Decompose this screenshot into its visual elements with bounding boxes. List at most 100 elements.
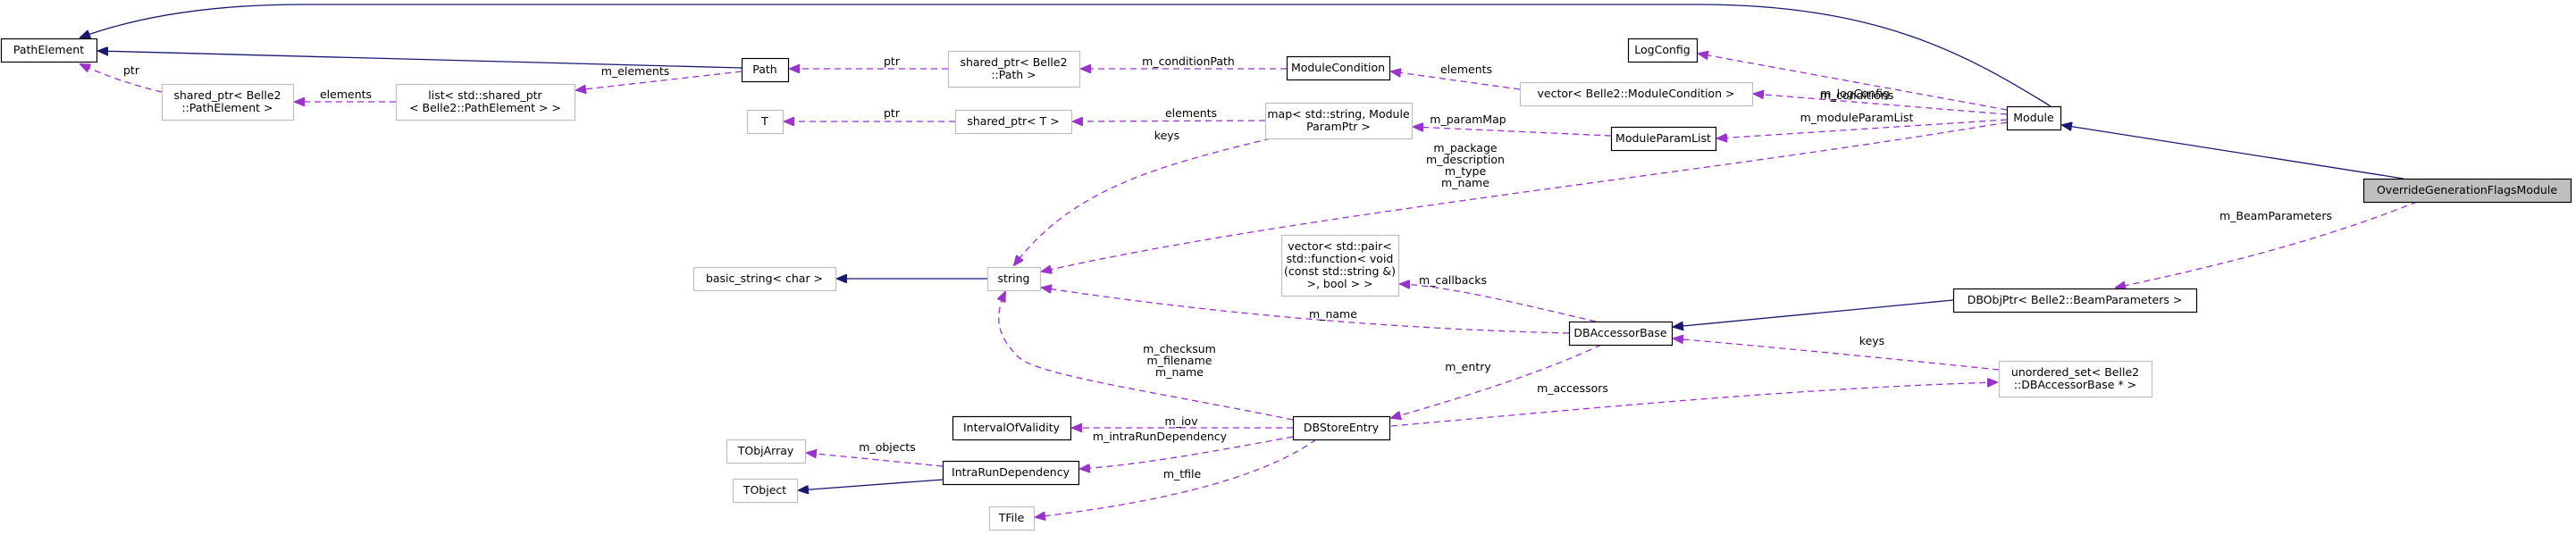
class-node-basic-string[interactable]: basic_string< char > xyxy=(692,266,837,292)
class-node-box[interactable] xyxy=(947,50,1081,88)
edge-label: m_elements xyxy=(601,64,669,78)
class-node-label: vector< Belle2::ModuleCondition > xyxy=(1538,87,1735,100)
class-node-box[interactable] xyxy=(986,266,1042,292)
class-node-box[interactable] xyxy=(1292,415,1391,441)
class-node-module-condition[interactable]: ModuleCondition xyxy=(1286,55,1391,81)
edges-layer xyxy=(80,4,2418,517)
class-node-box[interactable] xyxy=(1568,321,1674,347)
class-node-module[interactable]: Module xyxy=(2006,105,2062,131)
class-node-box[interactable] xyxy=(1519,81,1754,107)
usage-edge-unordered-set-to-dbaccessor-base xyxy=(1674,339,2000,371)
edge-label: keys xyxy=(1859,334,1884,347)
class-node-box[interactable] xyxy=(726,439,807,464)
inheritance-edge-module-to-path-element xyxy=(80,4,2052,107)
class-node-label-line: std::function< void xyxy=(1287,252,1394,265)
inheritance-edge-path-to-path-element xyxy=(98,51,743,69)
edge-label-line: m_conditionPath xyxy=(1142,54,1235,68)
usage-edge-intra-run-dependency-to-tobj-array xyxy=(807,453,944,467)
edge-label-line: m_paramMap xyxy=(1430,113,1506,126)
class-node-label-line: IntervalOfValidity xyxy=(963,421,1061,434)
class-node-label-line: TObjArray xyxy=(737,444,794,457)
class-node-label: Path xyxy=(752,63,776,76)
edge-label: m_iov xyxy=(1165,414,1199,428)
edge-label-line: m_elements xyxy=(601,64,669,78)
class-node-label: list< std::shared_ptr< Belle2::PathEleme… xyxy=(409,88,561,114)
class-node-path-element[interactable]: PathElement xyxy=(0,38,98,63)
class-node-log-config[interactable]: LogConfig xyxy=(1627,38,1699,63)
class-node-box[interactable] xyxy=(161,83,295,121)
class-node-box[interactable] xyxy=(692,266,837,292)
class-node-string[interactable]: string xyxy=(986,266,1042,292)
class-node-label-line: unordered_set< Belle2 xyxy=(2011,365,2139,379)
class-node-t[interactable]: T xyxy=(746,109,785,135)
class-node-box[interactable] xyxy=(741,57,790,83)
class-node-label-line: ModuleCondition xyxy=(1291,61,1385,74)
edge-label-line: m_conditions xyxy=(1820,88,1894,102)
class-node-box[interactable] xyxy=(1627,38,1699,63)
usage-edge-module-to-module-param-list xyxy=(1717,119,2008,138)
usage-edge-dbaccessor-base-to-vector-callbacks xyxy=(1400,284,1597,322)
class-node-dbstore-entry[interactable]: DBStoreEntry xyxy=(1292,415,1391,441)
edge-label: m_accessors xyxy=(1537,381,1608,395)
class-node-tobject[interactable]: TObject xyxy=(732,478,799,504)
class-node-list-shared-ptr[interactable]: list< std::shared_ptr< Belle2::PathEleme… xyxy=(395,83,576,121)
class-node-box[interactable] xyxy=(1280,234,1400,297)
class-node-vector-callbacks[interactable]: vector< std::pair<std::function< void(co… xyxy=(1280,234,1400,297)
class-node-label-line: shared_ptr< T > xyxy=(967,114,1059,128)
edge-label-line: m_callbacks xyxy=(1419,273,1487,287)
class-node-shared-ptr-pathelement[interactable]: shared_ptr< Belle2::PathElement > xyxy=(161,83,295,121)
class-node-box[interactable] xyxy=(1286,55,1391,81)
class-node-label: basic_string< char > xyxy=(706,272,823,285)
class-node-vector-modcond[interactable]: vector< Belle2::ModuleCondition > xyxy=(1519,81,1754,107)
class-node-box[interactable] xyxy=(1998,360,2153,398)
class-node-unordered-set[interactable]: unordered_set< Belle2::DBAccessorBase * … xyxy=(1998,360,2153,398)
class-node-box[interactable] xyxy=(952,415,1072,441)
edge-label: ptr xyxy=(123,63,140,77)
class-node-dbaccessor-base[interactable]: DBAccessorBase xyxy=(1568,321,1674,347)
edge-label-line: m_logConfig xyxy=(1820,87,1890,100)
class-node-box[interactable] xyxy=(1952,288,2198,313)
class-node-label: vector< std::pair<std::function< void(co… xyxy=(1284,239,1396,290)
edge-label: ptr xyxy=(884,106,901,120)
class-node-label-line: map< std::string, Module xyxy=(1267,107,1410,121)
class-node-shared-ptr-t[interactable]: shared_ptr< T > xyxy=(954,109,1073,135)
usage-edge-map-param-to-string xyxy=(1014,138,1271,265)
usage-edge-shared-ptr-pathelement-to-path-element xyxy=(80,64,163,93)
class-node-box[interactable] xyxy=(1264,102,1414,140)
class-node-box[interactable] xyxy=(1610,126,1717,152)
class-node-label: unordered_set< Belle2::DBAccessorBase * … xyxy=(2011,365,2139,391)
class-node-label: TFile xyxy=(998,511,1025,524)
class-node-box[interactable] xyxy=(942,460,1080,486)
class-node-intra-run-dependency[interactable]: IntraRunDependency xyxy=(942,460,1080,486)
edge-label-line: m_filename xyxy=(1147,354,1212,367)
class-node-path[interactable]: Path xyxy=(741,57,790,83)
class-node-box[interactable] xyxy=(395,83,576,121)
class-node-box[interactable] xyxy=(0,38,98,63)
class-node-dbobj-ptr[interactable]: DBObjPtr< Belle2::BeamParameters > xyxy=(1952,288,2198,313)
class-node-box[interactable] xyxy=(2006,105,2062,131)
class-node-label-line: TFile xyxy=(998,511,1025,524)
class-node-tfile[interactable]: TFile xyxy=(988,506,1036,531)
edge-label-line: elements xyxy=(1440,63,1492,76)
class-node-box[interactable] xyxy=(2362,178,2572,204)
class-node-override-generation-flags-module[interactable]: OverrideGenerationFlagsModule xyxy=(2362,178,2572,204)
class-node-box[interactable] xyxy=(746,109,785,135)
class-node-label: PathElement xyxy=(13,43,84,56)
class-node-label-line: ModuleParamList xyxy=(1615,131,1711,145)
edge-label-line: m_objects xyxy=(859,440,915,454)
edge-label: elements xyxy=(1165,106,1217,120)
class-node-label: string xyxy=(998,272,1030,285)
class-node-module-param-list[interactable]: ModuleParamList xyxy=(1610,126,1717,152)
class-node-label-line: Path xyxy=(752,63,776,76)
class-node-box[interactable] xyxy=(988,506,1036,531)
class-node-interval-of-validity[interactable]: IntervalOfValidity xyxy=(952,415,1072,441)
class-node-tobj-array[interactable]: TObjArray xyxy=(726,439,807,464)
inheritance-edge-intra-run-dependency-to-tobject xyxy=(799,479,944,490)
usage-edge-dbaccessor-base-to-string xyxy=(1042,288,1570,334)
class-node-box[interactable] xyxy=(732,478,799,504)
class-node-shared-ptr-path[interactable]: shared_ptr< Belle2::Path > xyxy=(947,50,1081,88)
class-node-label-line: PathElement xyxy=(13,43,84,56)
class-node-box[interactable] xyxy=(954,109,1073,135)
